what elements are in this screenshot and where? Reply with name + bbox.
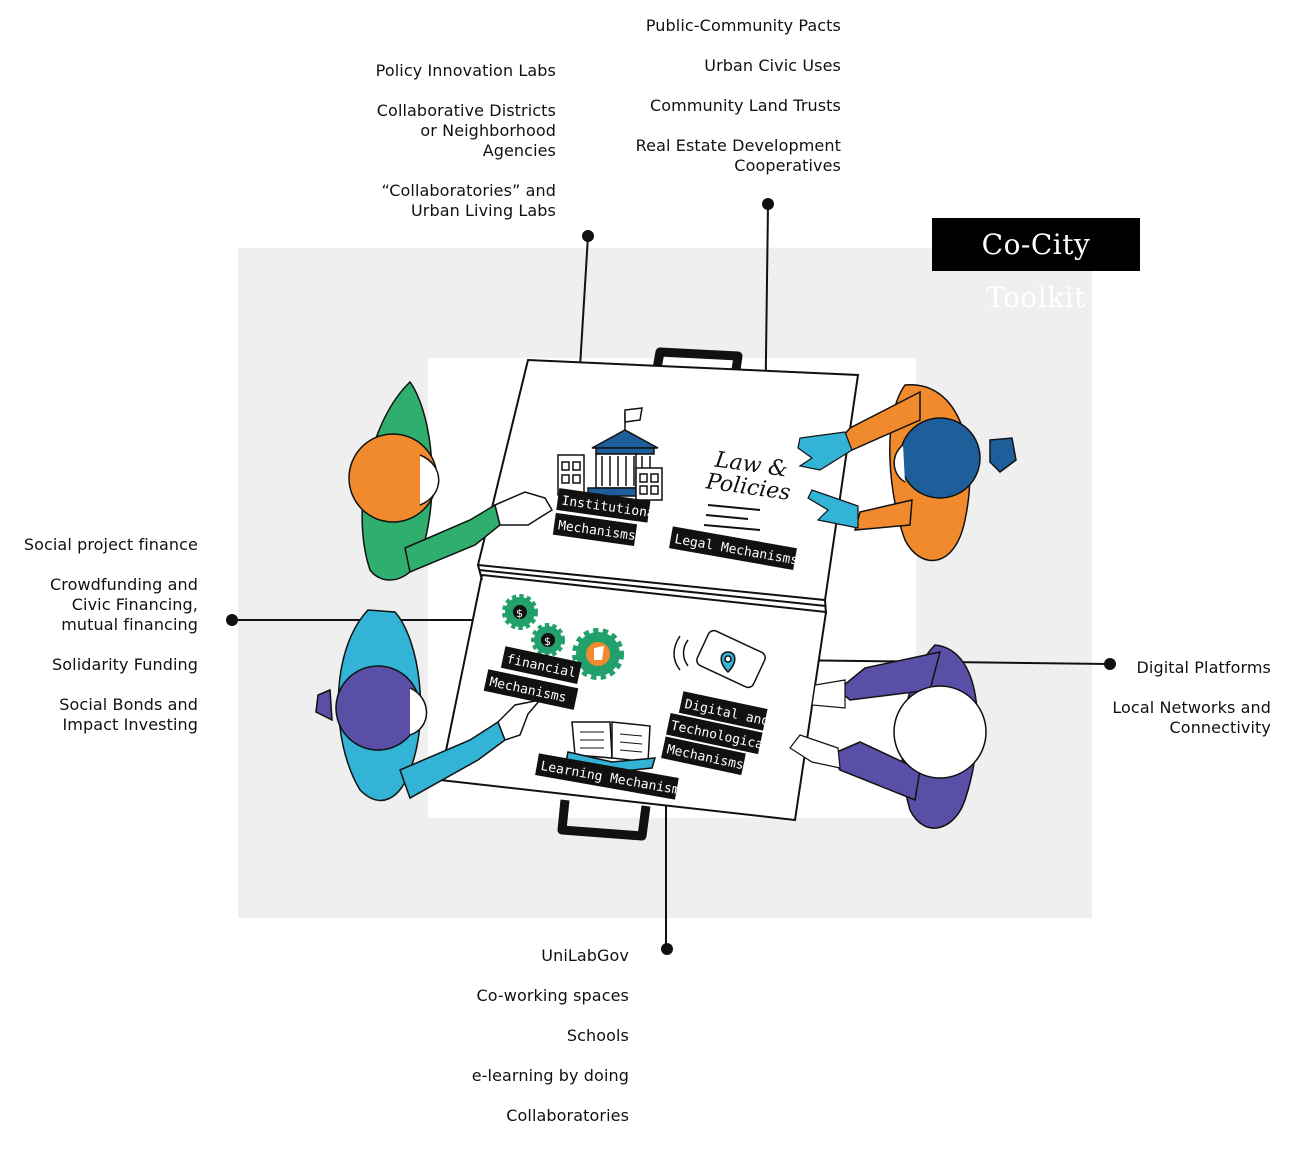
phone-map-pin-icon: [673, 629, 766, 689]
connector-dots: [226, 198, 1116, 955]
digital-item: Digital Platforms: [1136, 658, 1271, 677]
person-purple: [789, 644, 987, 829]
legal-item: Community Land Trusts: [650, 96, 841, 115]
financial-item: Solidarity Funding: [52, 655, 198, 674]
financial-item: Social Bonds and Impact Investing: [59, 695, 198, 734]
financial-item: Crowdfunding and Civic Financing, mutual…: [49, 575, 198, 634]
legal-item: Urban Civic Uses: [704, 56, 841, 75]
person-orange-head: [899, 417, 981, 499]
person-green-hand: [494, 491, 554, 526]
learning-item: Schools: [566, 1026, 629, 1045]
toolkit-title: Co-City Toolkit: [932, 218, 1140, 314]
legal-item: Real Estate Development Cooperatives: [635, 136, 841, 175]
institutional-item: “Collaboratories” and Urban Living Labs: [381, 181, 556, 220]
learning-item: UniLabGov: [541, 946, 629, 965]
dot-institutional: [582, 230, 594, 242]
person-green: [348, 380, 554, 581]
bottom-handle: [557, 799, 651, 841]
svg-text:$: $: [544, 635, 551, 648]
person-blue: [315, 609, 542, 801]
person-orange-hand-bottom: [807, 489, 859, 529]
institutional-item: Collaborative Districts or Neighborhood …: [376, 101, 556, 160]
person-orange-arm-bottom: [853, 499, 913, 531]
dot-financial: [226, 614, 238, 626]
svg-text:$: $: [516, 607, 523, 620]
digital-item: Local Networks and Connectivity: [1112, 698, 1271, 737]
person-orange-hand-top: [797, 431, 853, 471]
case-top-panel: [476, 358, 860, 602]
gear-dollar-icon: $ $: [502, 594, 624, 680]
person-orange: [797, 384, 1017, 562]
building-icon: [557, 407, 663, 501]
institutional-item: Policy Innovation Labs: [375, 61, 556, 80]
dot-learning: [661, 943, 673, 955]
dot-digital: [1104, 658, 1116, 670]
person-blue-head: [335, 665, 421, 751]
learning-item: Co-working spaces: [476, 986, 629, 1005]
financial-item: Social project finance: [23, 535, 198, 554]
open-book-icon: [565, 721, 657, 773]
learning-item: Collaboratories: [506, 1106, 629, 1125]
person-blue-hand: [497, 698, 542, 741]
person-purple-head: [893, 685, 987, 779]
learning-item: e-learning by doing: [471, 1066, 629, 1085]
dot-legal: [762, 198, 774, 210]
legal-item: Public-Community Pacts: [645, 16, 841, 35]
